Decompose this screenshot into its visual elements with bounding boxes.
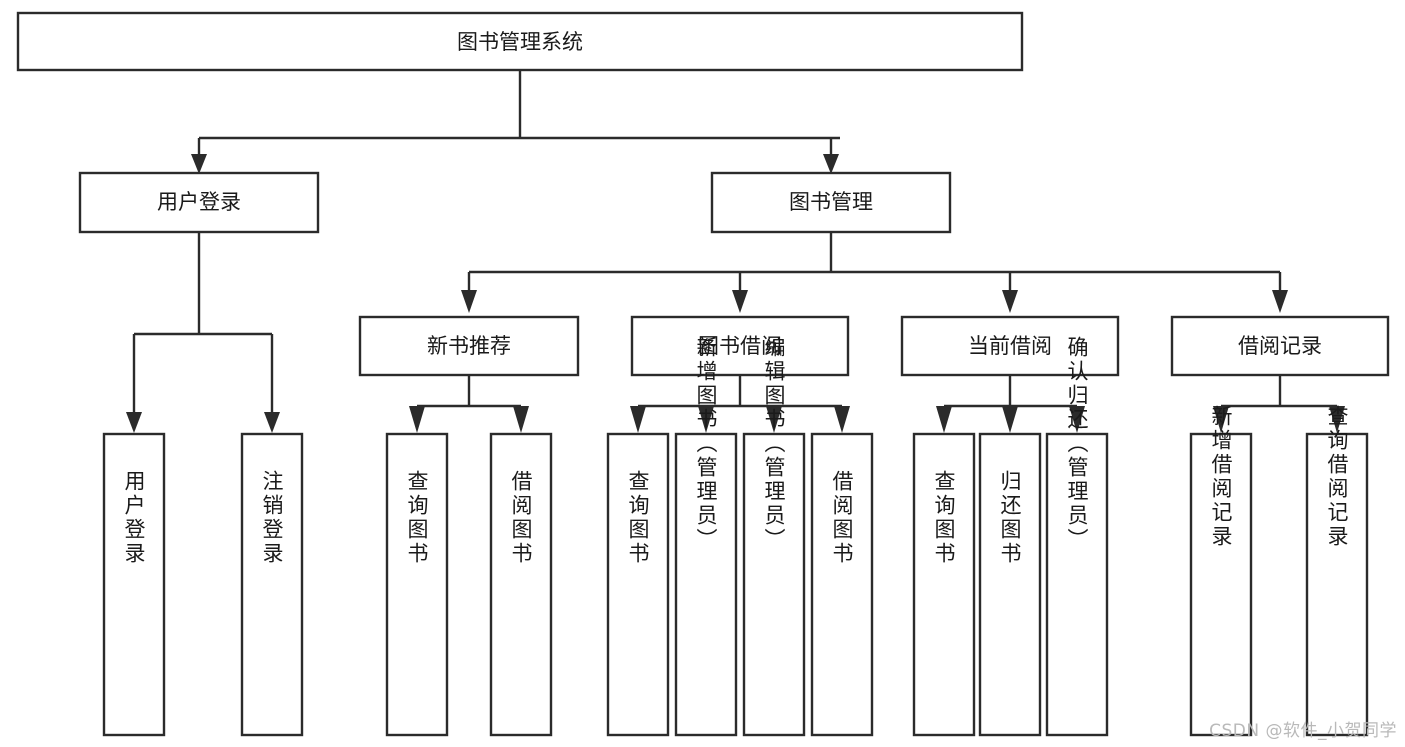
leaf-newbook-borrow-label: 借阅图书 — [509, 470, 533, 566]
connector-borrowrecord-to-leaves — [1213, 375, 1345, 433]
node-book-borrow[interactable]: 图书借阅 — [630, 315, 850, 377]
leaf-user-login-signin-label: 用户登录 — [122, 470, 146, 566]
leaf-newbook-query[interactable]: 查询图书 — [385, 432, 449, 737]
leaf-user-login-signout[interactable]: 注销登录 — [240, 432, 304, 737]
connector-bookmanage-to-level3 — [461, 232, 1288, 313]
node-root-label: 图书管理系统 — [457, 30, 583, 54]
node-current-borrow[interactable]: 当前借阅 — [900, 315, 1120, 377]
leaf-bookborrow-borrow-label: 借阅图书 — [830, 470, 854, 566]
leaf-borrowrecord-query[interactable]: 查询借阅记录 — [1305, 405, 1369, 737]
leaf-currentborrow-query[interactable]: 查询图书 — [912, 432, 976, 737]
leaf-borrowrecord-add-label: 新增借阅记录 — [1209, 405, 1233, 549]
leaf-bookborrow-query[interactable]: 查询图书 — [606, 432, 670, 737]
leaf-user-login-signout-label: 注销登录 — [260, 470, 284, 566]
leaf-bookborrow-edit-label: 编辑图书（管理员） — [762, 336, 786, 552]
node-new-book-recommend[interactable]: 新书推荐 — [358, 315, 580, 377]
leaf-user-login-signin[interactable]: 用户登录 — [102, 432, 166, 737]
node-book-management[interactable]: 图书管理 — [710, 171, 952, 234]
leaf-currentborrow-confirm-label: 确认归还（管理员） — [1065, 336, 1089, 552]
node-user-login[interactable]: 用户登录 — [78, 171, 320, 234]
connector-currentborrow-to-leaves — [936, 375, 1085, 433]
leaf-currentborrow-return[interactable]: 归还图书 — [978, 432, 1042, 737]
connector-bookborrow-to-leaves — [630, 375, 850, 433]
leaf-currentborrow-return-label: 归还图书 — [998, 470, 1022, 566]
leaf-bookborrow-borrow[interactable]: 借阅图书 — [810, 432, 874, 737]
leaf-bookborrow-add-label: 新增图书（管理员） — [694, 336, 718, 552]
node-book-borrow-label: 图书借阅 — [698, 334, 782, 358]
leaf-currentborrow-confirm[interactable]: 确认归还（管理员） — [1045, 336, 1109, 737]
node-new-book-recommend-label: 新书推荐 — [427, 334, 511, 358]
node-current-borrow-label: 当前借阅 — [968, 334, 1052, 358]
leaf-newbook-query-label: 查询图书 — [405, 470, 429, 566]
node-root-system[interactable]: 图书管理系统 — [16, 11, 1024, 72]
node-book-management-label: 图书管理 — [789, 190, 873, 214]
leaf-borrowrecord-add[interactable]: 新增借阅记录 — [1189, 405, 1253, 737]
connector-newbook-to-leaves — [409, 375, 529, 433]
node-borrow-record[interactable]: 借阅记录 — [1170, 315, 1390, 377]
leaf-borrowrecord-query-label: 查询借阅记录 — [1325, 405, 1349, 549]
leaf-bookborrow-query-label: 查询图书 — [626, 470, 650, 566]
connector-root-to-level2 — [191, 70, 840, 174]
node-user-login-label: 用户登录 — [157, 190, 241, 214]
leaf-currentborrow-query-label: 查询图书 — [932, 470, 956, 566]
leaf-bookborrow-add[interactable]: 新增图书（管理员） — [674, 336, 738, 737]
leaf-bookborrow-edit[interactable]: 编辑图书（管理员） — [742, 336, 806, 737]
node-borrow-record-label: 借阅记录 — [1238, 334, 1322, 358]
leaf-newbook-borrow[interactable]: 借阅图书 — [489, 432, 553, 737]
csdn-watermark: CSDN @软件_小贺同学 — [1209, 721, 1397, 741]
connector-userlogin-to-leaves — [126, 232, 280, 433]
